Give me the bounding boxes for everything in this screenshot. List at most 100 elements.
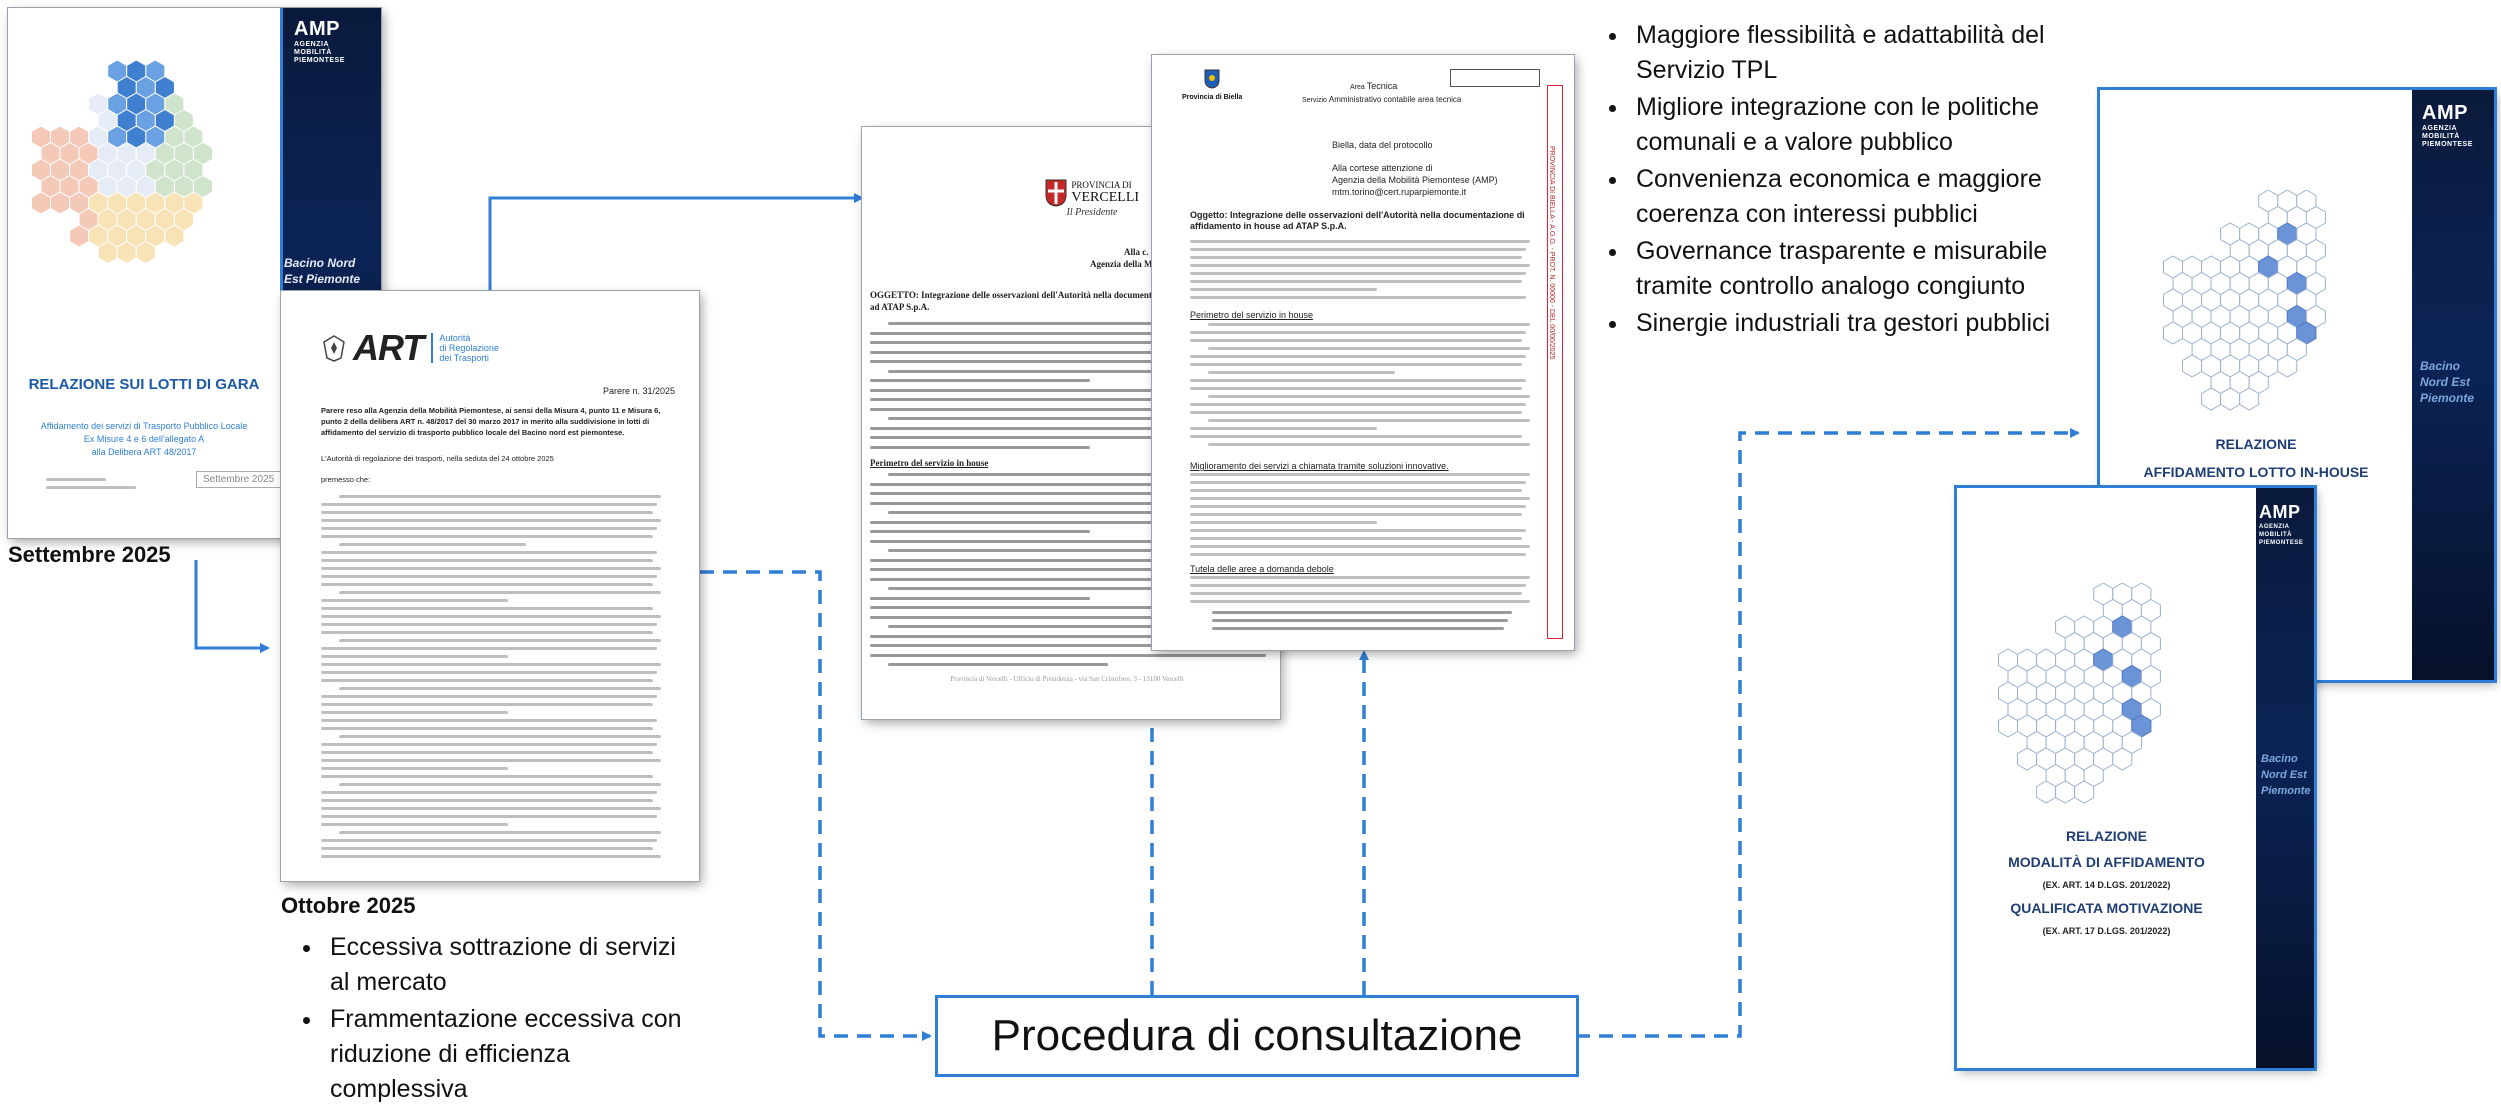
text-line	[870, 350, 1270, 354]
text-line	[321, 815, 657, 818]
text-line	[321, 511, 653, 514]
text-line	[888, 417, 1266, 420]
text-line	[870, 445, 1090, 449]
text-line	[1190, 248, 1526, 251]
text-line	[321, 727, 653, 730]
cover-title: RELAZIONE AFFIDAMENTO LOTTO IN-HOUSE	[2143, 436, 2369, 480]
text-line	[870, 407, 1270, 411]
text-line	[321, 759, 661, 762]
hexagon	[2239, 387, 2260, 411]
dashed-doc2-to-procedura	[700, 570, 932, 1041]
text-line	[1190, 339, 1522, 342]
text-line	[321, 663, 661, 666]
text-line	[1190, 537, 1522, 540]
arrow-doc1-to-doc2	[194, 560, 270, 653]
list-item: Eccessiva sottrazione di servizi al merc…	[324, 930, 684, 1000]
hexagon-map-graphic	[1998, 583, 2161, 804]
doc-relazione-modalita: AMP AGENZIA MOBILITÀ PIEMONTESE Bacino N…	[1957, 488, 2314, 1068]
text-line	[1190, 584, 1526, 587]
text-line	[870, 398, 1262, 401]
text-line	[1190, 363, 1522, 366]
text-line	[1190, 576, 1530, 579]
cover-subtitle: Affidamento dei servizi di Trasporto Pub…	[40, 421, 248, 457]
text-line	[1190, 331, 1526, 334]
text-line	[1212, 611, 1512, 614]
text-line	[321, 671, 657, 674]
text-line	[321, 599, 508, 602]
text-line	[321, 631, 653, 634]
text-line	[1190, 592, 1522, 595]
text-line	[321, 751, 653, 754]
hexagon-map-graphic	[2163, 190, 2326, 411]
text-line	[870, 558, 1270, 562]
text-line	[1190, 280, 1522, 283]
text-line	[321, 711, 508, 714]
amp-logo: AMP AGENZIA MOBILITÀ PIEMONTESE	[2422, 102, 2473, 148]
text-line	[870, 539, 1266, 543]
text-line	[321, 551, 657, 554]
text-line	[1190, 553, 1526, 556]
text-line	[870, 615, 1270, 619]
doc-relazione-lotti-gara: AMP AGENZIA MOBILITÀ PIEMONTESE Bacino N…	[8, 8, 381, 538]
text-line	[321, 679, 653, 682]
doc-provincia-biella: Provincia di Biella Area Tecnica Servizi…	[1152, 55, 1574, 650]
list-item: Frammentazione eccessiva con riduzione d…	[324, 1002, 684, 1107]
text-line	[1212, 619, 1508, 622]
hexagon	[2201, 387, 2222, 411]
text-line	[1208, 371, 1395, 374]
text-line	[888, 322, 1270, 325]
cover-side-bar	[2256, 488, 2314, 1068]
text-line	[321, 719, 657, 722]
text-line	[870, 606, 1262, 609]
text-line	[1208, 395, 1530, 398]
text-line	[339, 495, 661, 498]
date-stamp: Settembre 2025	[196, 471, 282, 488]
vercelli-oggetto: OGGETTO: Integrazione delle osservazioni…	[870, 290, 1269, 312]
text-line	[1190, 545, 1530, 548]
parere-heading: Parere reso alla Agenzia della Mobilità …	[321, 406, 661, 437]
procedura-label: Procedura di consultazione	[991, 1011, 1523, 1060]
text-line	[321, 703, 653, 706]
text-line	[870, 482, 1266, 486]
cover-side-bar	[2412, 90, 2494, 680]
text-line	[321, 695, 657, 698]
text-line	[1190, 497, 1530, 500]
text-line	[1190, 288, 1377, 291]
text-line	[888, 369, 1262, 373]
art-logo: ART Autorità di Regolazione dei Trasport…	[321, 327, 499, 369]
cover-title: RELAZIONE SUI LOTTI DI GARA	[28, 376, 260, 393]
text-line	[339, 591, 661, 594]
text-line	[321, 743, 657, 746]
text-line	[321, 655, 508, 658]
text-line	[321, 559, 653, 562]
text-line	[1190, 411, 1522, 414]
text-line	[321, 807, 661, 810]
hexagon	[2036, 780, 2057, 804]
biella-logo: Provincia di Biella	[1182, 69, 1242, 101]
hexagon	[2163, 321, 2183, 345]
text-line	[1190, 240, 1530, 243]
text-line	[321, 855, 661, 858]
cover-side-text: Bacino Nord Est Piemonte	[2420, 359, 2475, 405]
list-item: Convenienza economica e maggiore coerenz…	[1630, 162, 2110, 232]
list-item: Migliore integrazione con le politiche c…	[1630, 90, 2110, 160]
benefits-bullet-list: Maggiore flessibilità e adattabilità del…	[1596, 18, 2110, 343]
hexagon	[164, 224, 185, 248]
text-line	[870, 520, 1262, 524]
text-line	[339, 735, 661, 738]
text-line	[1190, 600, 1530, 603]
text-line	[1190, 387, 1522, 390]
hexagon	[69, 224, 90, 248]
text-line	[339, 687, 661, 690]
text-line	[870, 426, 1262, 430]
text-line	[1190, 296, 1526, 299]
text-line	[870, 568, 1266, 571]
vercelli-footer: Provincia di Vercelli - Ufficio di Presi…	[950, 675, 1184, 683]
text-line	[1190, 272, 1526, 275]
text-line	[321, 767, 508, 770]
hexagon	[1998, 714, 2018, 738]
text-line	[321, 535, 653, 538]
procedura-consultazione-box: Procedura di consultazione	[935, 995, 1579, 1077]
cover-side-text: Bacino Nord Est Piemonte	[284, 256, 361, 286]
amp-logo: AMP AGENZIA MOBILITÀ PIEMONTESE	[294, 18, 345, 64]
